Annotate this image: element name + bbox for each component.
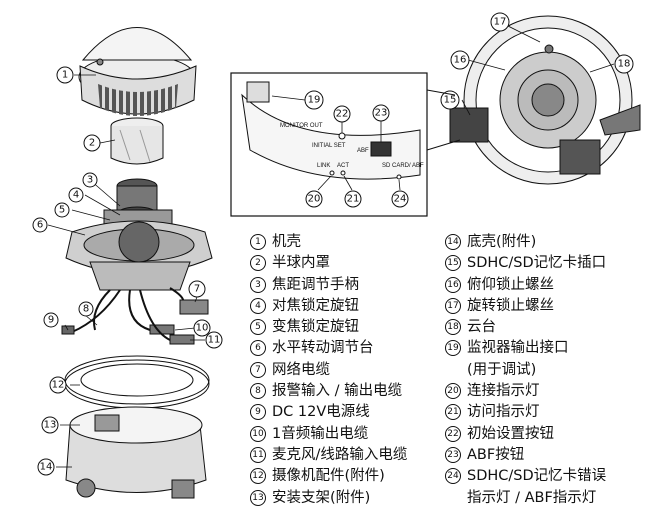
lens-assembly	[103, 178, 173, 227]
callout-3: 3	[82, 172, 98, 188]
svg-text:19: 19	[308, 95, 321, 106]
callout-5: 5	[54, 202, 70, 218]
callout-10: 10	[193, 319, 211, 337]
sd-card-abf-label: SD CARD/ ABF	[382, 163, 424, 169]
abf-label: ABF	[357, 148, 369, 154]
svg-text:24: 24	[394, 194, 407, 205]
callout-19: 19	[304, 90, 324, 110]
svg-text:18: 18	[618, 59, 631, 70]
legend-item-continuation: (用于调试)	[467, 361, 537, 378]
svg-text:15: 15	[444, 95, 457, 106]
svg-text:6: 6	[37, 220, 43, 231]
callout-23: 23	[372, 104, 390, 122]
svg-text:9: 9	[48, 315, 54, 326]
svg-text:22: 22	[336, 109, 349, 120]
svg-text:13: 13	[44, 420, 57, 431]
callout-11: 11	[205, 331, 223, 349]
act-label: ACT	[337, 163, 349, 169]
svg-text:12: 12	[52, 380, 65, 391]
inner-cover	[110, 117, 164, 165]
camera-base	[65, 220, 213, 291]
camera-interior-top-view	[449, 15, 641, 185]
callout-16: 16	[450, 50, 470, 70]
svg-text:21: 21	[347, 194, 360, 205]
callout-15: 15	[440, 90, 460, 110]
callout-6: 6	[32, 217, 48, 233]
svg-text:1: 1	[62, 70, 68, 81]
link-label: LINK	[317, 163, 330, 169]
svg-text:16: 16	[454, 55, 467, 66]
svg-text:2: 2	[89, 138, 95, 149]
callout-4: 4	[68, 187, 84, 203]
monitor-out-label: MONITOR OUT	[280, 123, 323, 129]
legend-item-continuation: 指示灯 / ABF指示灯	[467, 489, 597, 506]
callout-20: 20	[305, 190, 323, 208]
callout-1: 1	[56, 66, 74, 84]
mount-ring	[64, 355, 210, 409]
mounting-bracket	[65, 406, 207, 499]
callout-13: 13	[41, 416, 59, 434]
callout-12: 12	[49, 376, 67, 394]
svg-text:8: 8	[83, 304, 89, 315]
callout-17: 17	[490, 12, 510, 32]
initial-set-label: INITIAL SET	[312, 143, 346, 149]
callout-24: 24	[391, 190, 409, 208]
callout-22: 22	[333, 105, 351, 123]
svg-text:5: 5	[59, 205, 65, 216]
svg-text:11: 11	[208, 335, 221, 346]
callout-21: 21	[344, 190, 362, 208]
svg-text:4: 4	[73, 190, 79, 201]
callout-7: 7	[188, 280, 206, 298]
callout-9: 9	[43, 312, 59, 328]
svg-text:14: 14	[40, 462, 53, 473]
dome-housing	[78, 27, 197, 116]
svg-text:17: 17	[494, 17, 507, 28]
callout-2: 2	[83, 134, 101, 152]
callout-18: 18	[614, 54, 634, 74]
svg-text:7: 7	[194, 284, 200, 295]
callout-8: 8	[78, 301, 94, 317]
svg-text:3: 3	[87, 175, 93, 186]
callout-14: 14	[37, 458, 55, 476]
svg-text:20: 20	[308, 194, 321, 205]
svg-text:10: 10	[196, 323, 209, 334]
svg-text:23: 23	[375, 108, 388, 119]
detail-panel: MONITOR OUT INITIAL SET ABF SD CARD/ ABF…	[230, 72, 461, 217]
